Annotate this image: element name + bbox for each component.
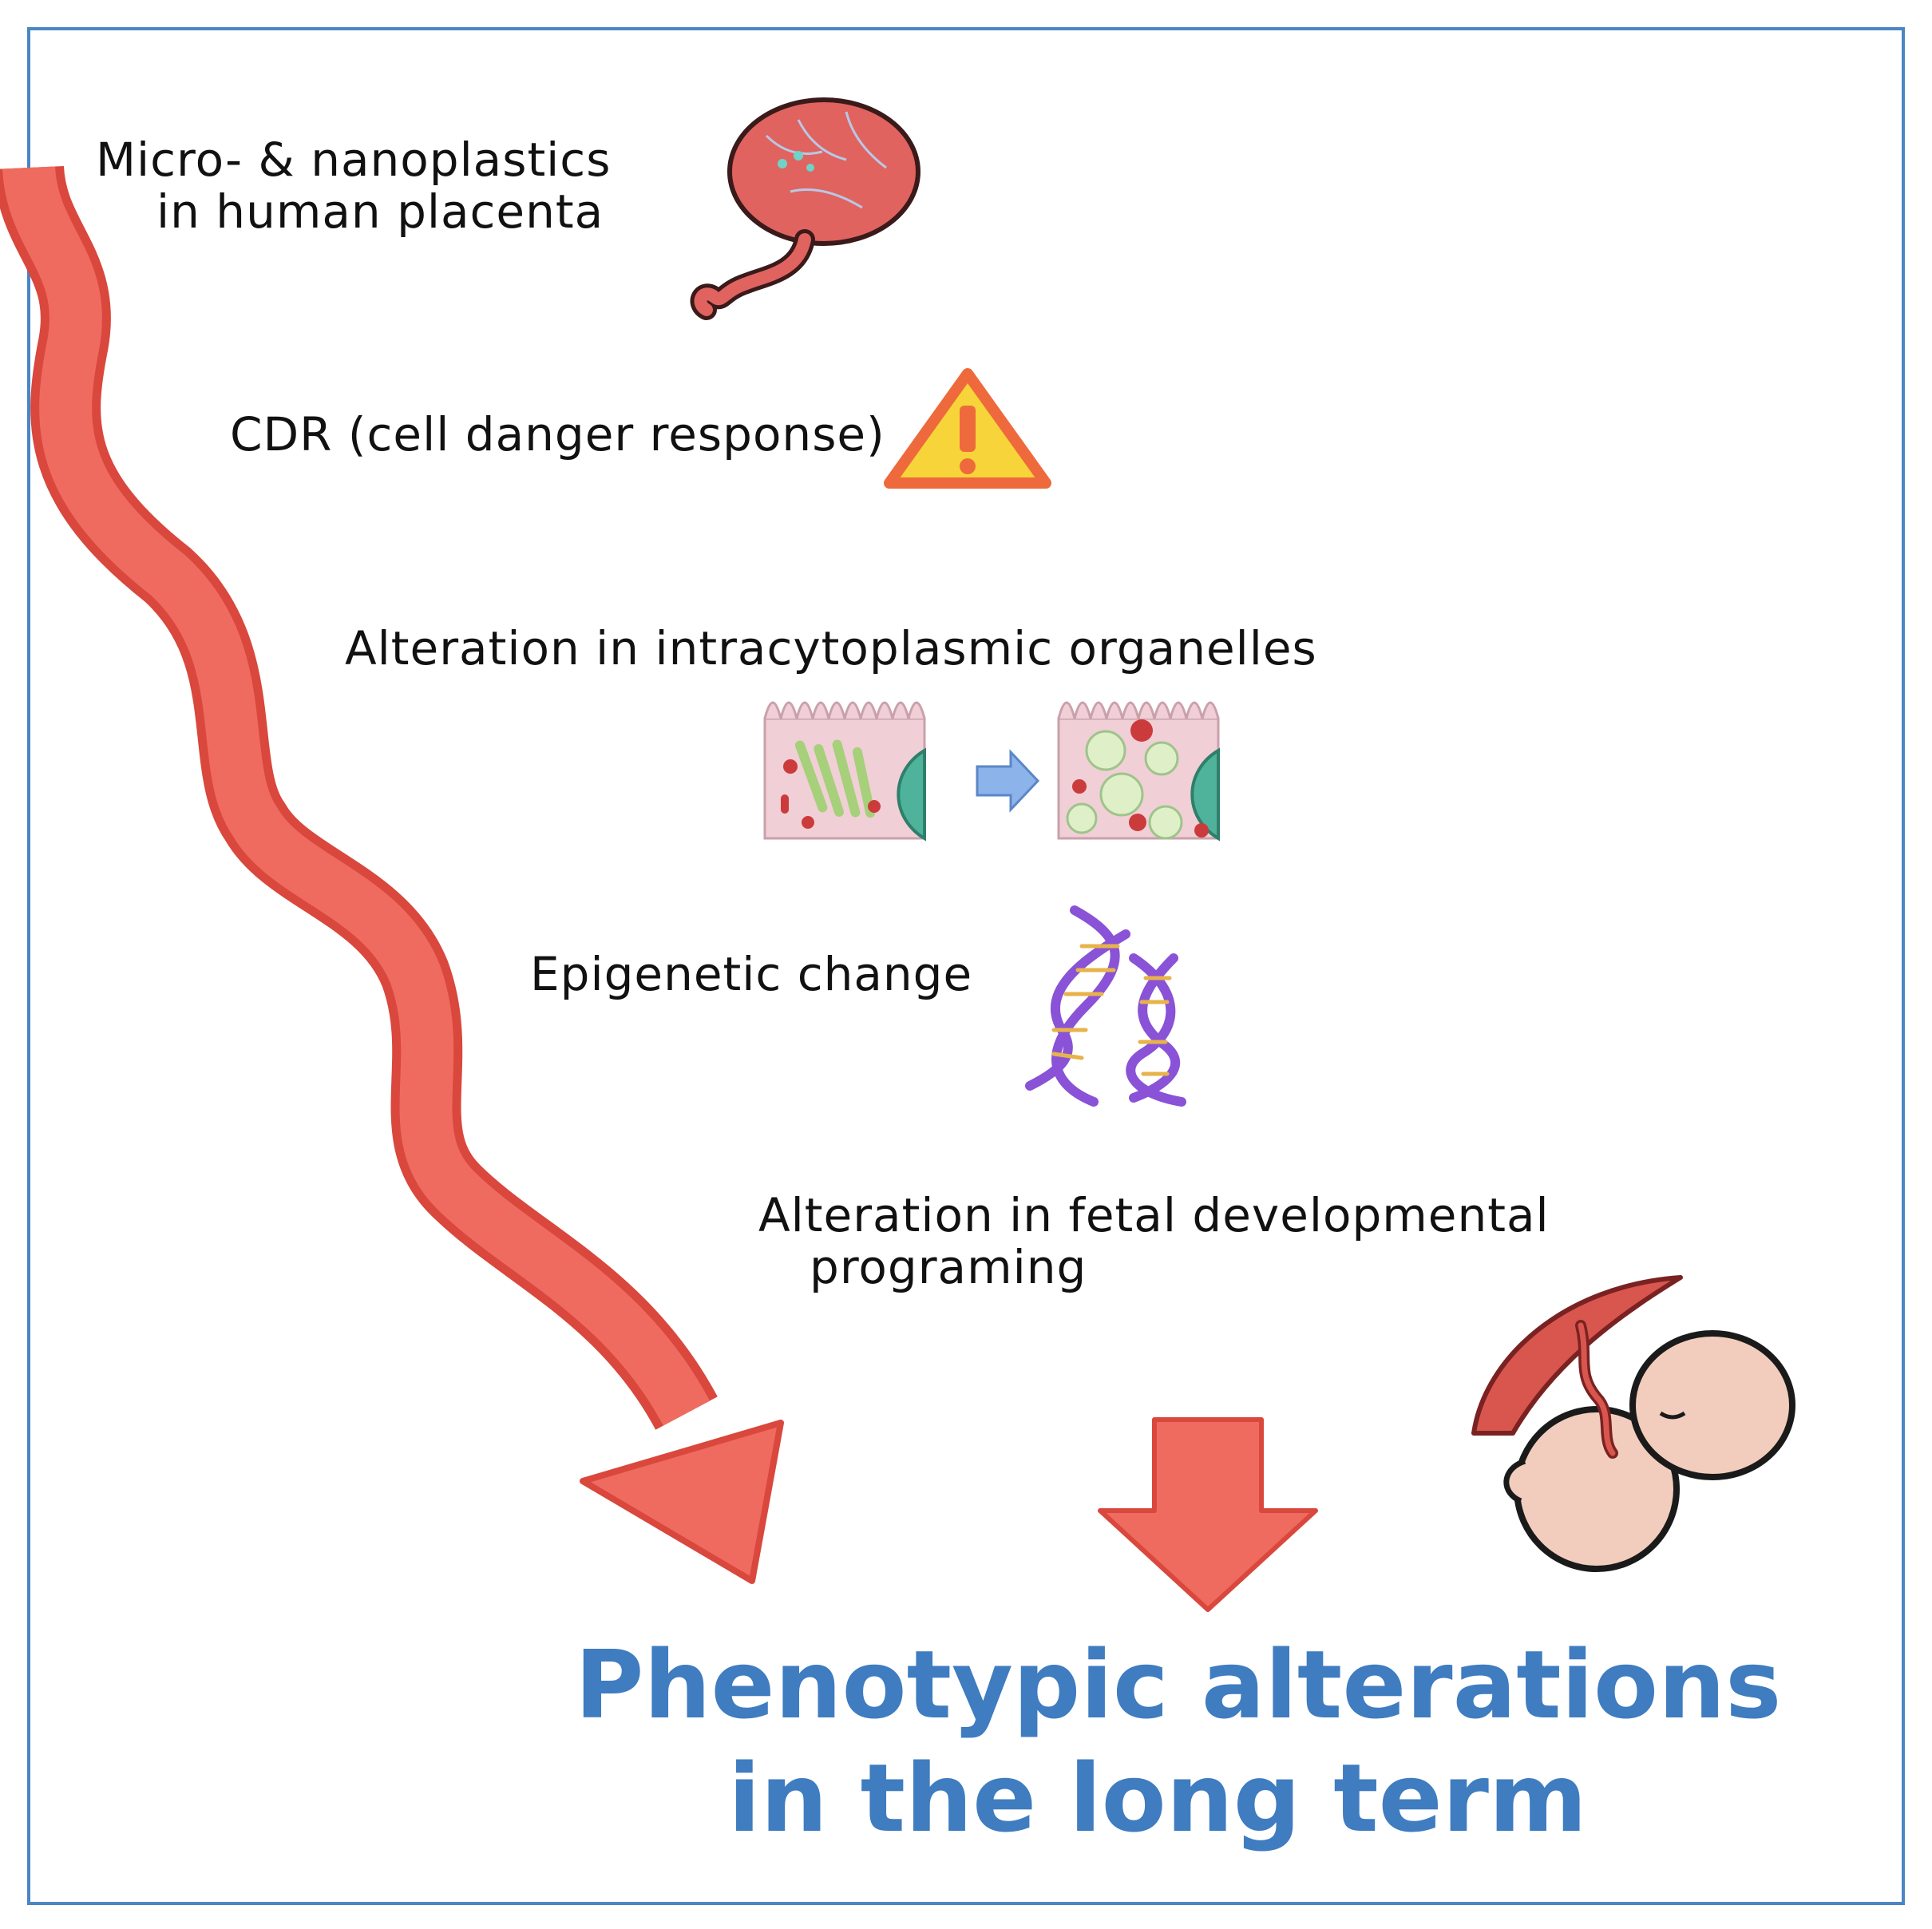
step-4-label: Epigenetic change <box>530 947 973 1001</box>
diagram-frame <box>27 27 1905 1905</box>
dna-icon <box>1025 905 1186 1107</box>
cell-after <box>1057 701 1220 842</box>
fetus-icon <box>1471 1275 1795 1572</box>
step-3-label: Alteration in intracytoplasmic organelle… <box>345 621 1317 675</box>
cell-before <box>763 701 926 842</box>
wavy-arrow-head <box>580 1420 784 1584</box>
transition-arrow <box>976 749 1040 813</box>
step-5-line-2: programing <box>810 1239 1087 1294</box>
outcome-line-2: in the long term <box>728 1742 1587 1853</box>
outcome-title: Phenotypic alterations in the long term <box>575 1629 1782 1855</box>
down-arrow <box>1098 1417 1318 1612</box>
wavy-arrow <box>0 164 784 1584</box>
step-1-line-2: in human placenta <box>156 184 604 239</box>
outcome-line-1: Phenotypic alterations <box>575 1630 1782 1740</box>
step-5-label: Alteration in fetal developmental progra… <box>758 1190 1550 1293</box>
step-1-line-1: Micro- & nanoplastics <box>96 133 612 187</box>
placenta-icon <box>690 97 920 320</box>
cell-organelles-icon <box>763 701 1220 842</box>
step-1-label: Micro- & nanoplastics in human placenta <box>96 134 611 238</box>
step-2-label: CDR (cell danger response) <box>230 407 885 461</box>
step-5-line-1: Alteration in fetal developmental <box>758 1188 1550 1242</box>
warning-icon <box>884 368 1051 489</box>
